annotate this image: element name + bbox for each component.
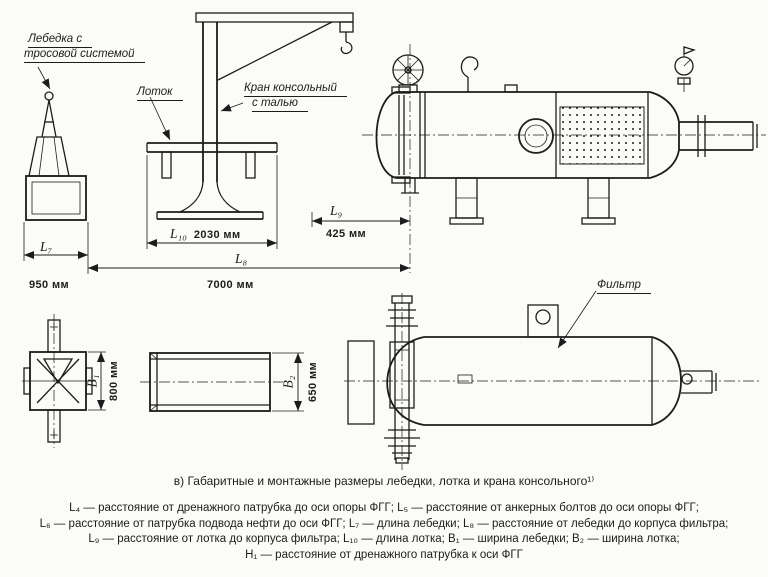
dimension-l8-value: 7000 мм — [207, 279, 254, 291]
filter-callout: Фильтр — [597, 279, 651, 294]
dimension-l9-label: L₉ — [330, 203, 343, 218]
winch-side-view — [25, 66, 87, 221]
winch-callout-line1: Лебедка с — [28, 33, 93, 48]
dimension-l10-value: 2030 мм — [193, 229, 241, 241]
tray-callout: Лоток — [137, 86, 183, 101]
legend: L₄ — расстояние от дренажного патрубка д… — [0, 501, 768, 563]
crane-callout-line2: с талью — [252, 97, 308, 112]
figure-caption: в) Габаритные и монтажные размеры лебедк… — [173, 474, 595, 488]
winch-callout-line2: тросовой системой — [24, 48, 145, 63]
vessel-fgg-view — [362, 44, 766, 273]
dimension-l10-label: L₁₀ — [170, 226, 187, 241]
dimension-l9-value: 425 мм — [326, 228, 367, 240]
legend-line-4: H₁ — расстояние от дренажного патрубка к… — [245, 548, 523, 561]
dimension-l8-label: L₈ — [235, 251, 248, 266]
winch-front-view — [22, 314, 106, 448]
dimension-l10: L₁₀ 2030 мм — [170, 227, 241, 241]
dimension-b1-label: B₁ — [84, 374, 100, 388]
legend-line-2: L₆ — расстояние от патрубка подвода нефт… — [39, 517, 729, 530]
filter-view — [344, 290, 762, 470]
legend-line-3: L₉ — расстояние от лотка до корпуса филь… — [88, 533, 680, 545]
dimension-lines — [23, 155, 410, 274]
crane-and-tray-view — [146, 12, 354, 220]
legend-line-1: L₄ — расстояние от дренажного патрубка д… — [69, 502, 699, 514]
dimension-b2-value: 650 мм — [307, 361, 319, 403]
crane-callout-line1: Кран консольный — [244, 82, 347, 97]
dimension-l7-value: 950 мм — [29, 279, 70, 291]
tray-top-view — [140, 352, 304, 412]
dimension-l7-label: L₇ — [40, 239, 53, 254]
dimension-b1-value: 800 мм — [108, 360, 120, 402]
dimension-b2-label: B₂ — [280, 375, 296, 389]
